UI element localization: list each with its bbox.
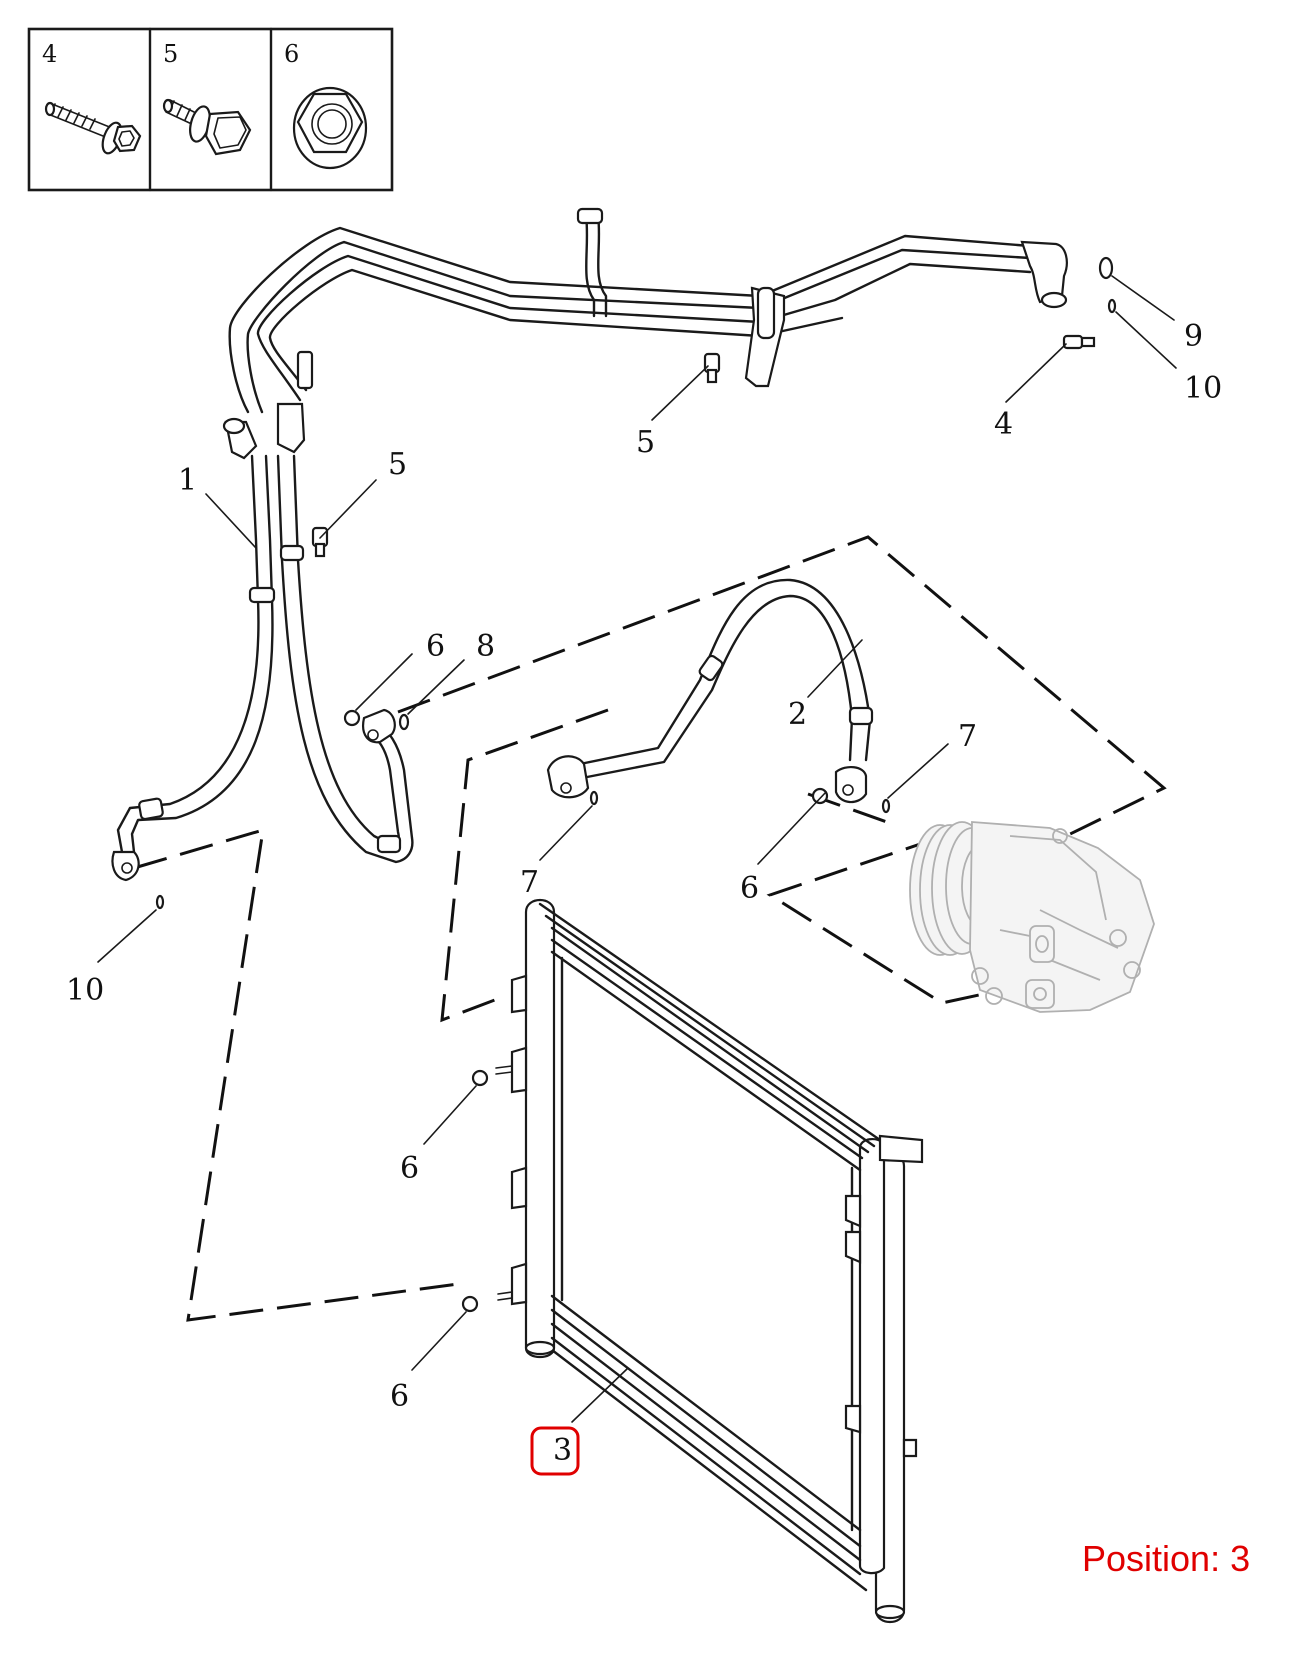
callout-3: 3 xyxy=(553,1433,572,1468)
callout-6-lower: 6 xyxy=(390,1379,409,1414)
callout-1: 1 xyxy=(178,463,197,498)
nut-6-upper-icon xyxy=(343,709,361,727)
o-ring-10-lower-icon xyxy=(155,894,165,910)
loose-hardware xyxy=(155,256,1117,1313)
callout-5-left: 5 xyxy=(388,447,407,482)
nut-6-lower-icon xyxy=(461,1295,479,1313)
callout-labels: 1 2 3 4 5 5 6 6 6 6 7 7 8 9 10 10 xyxy=(66,319,1222,1468)
pipe-assembly-part-1 xyxy=(111,207,1068,882)
bolt-4-icon xyxy=(1062,334,1096,350)
nut-6-mid-icon xyxy=(471,1069,489,1087)
legend-number-4: 4 xyxy=(42,40,57,68)
flange-nut-icon xyxy=(292,86,368,170)
callout-6-right: 6 xyxy=(740,871,759,906)
callout-10-lower: 10 xyxy=(66,973,104,1008)
callout-7-left: 7 xyxy=(520,865,539,900)
callout-6-mid: 6 xyxy=(400,1151,419,1186)
callout-2: 2 xyxy=(788,697,807,732)
bolt-5-upper-icon xyxy=(703,352,721,384)
position-caption: Position: 3 xyxy=(1082,1538,1251,1579)
callout-5-upper: 5 xyxy=(636,425,655,460)
callout-4: 4 xyxy=(994,407,1013,442)
hex-bolt-with-washer-icon xyxy=(162,98,252,156)
legend-number-6: 6 xyxy=(284,40,299,68)
hardware-legend: 4 5 6 xyxy=(27,27,394,192)
o-ring-9-icon xyxy=(1098,256,1114,280)
callout-8: 8 xyxy=(476,629,495,664)
callout-7-right: 7 xyxy=(958,719,977,754)
o-ring-10-upper-icon xyxy=(1107,298,1117,314)
legend-number-5: 5 xyxy=(163,40,178,68)
condenser-part-3 xyxy=(495,898,924,1624)
o-ring-7-right-icon xyxy=(881,798,891,814)
o-ring-7-left-icon xyxy=(589,790,599,806)
nut-6-right-icon xyxy=(811,787,829,805)
leader-lines xyxy=(97,275,1177,1423)
callout-9: 9 xyxy=(1184,319,1203,354)
flange-bolt-icon xyxy=(44,101,142,155)
highlight-box xyxy=(530,1426,580,1476)
o-ring-8-icon xyxy=(398,713,410,731)
callout-6-upper: 6 xyxy=(426,629,445,664)
callout-10-upper: 10 xyxy=(1184,371,1222,406)
compressor-ghost xyxy=(909,821,1155,1013)
pipe-assembly-part-2 xyxy=(546,578,874,804)
